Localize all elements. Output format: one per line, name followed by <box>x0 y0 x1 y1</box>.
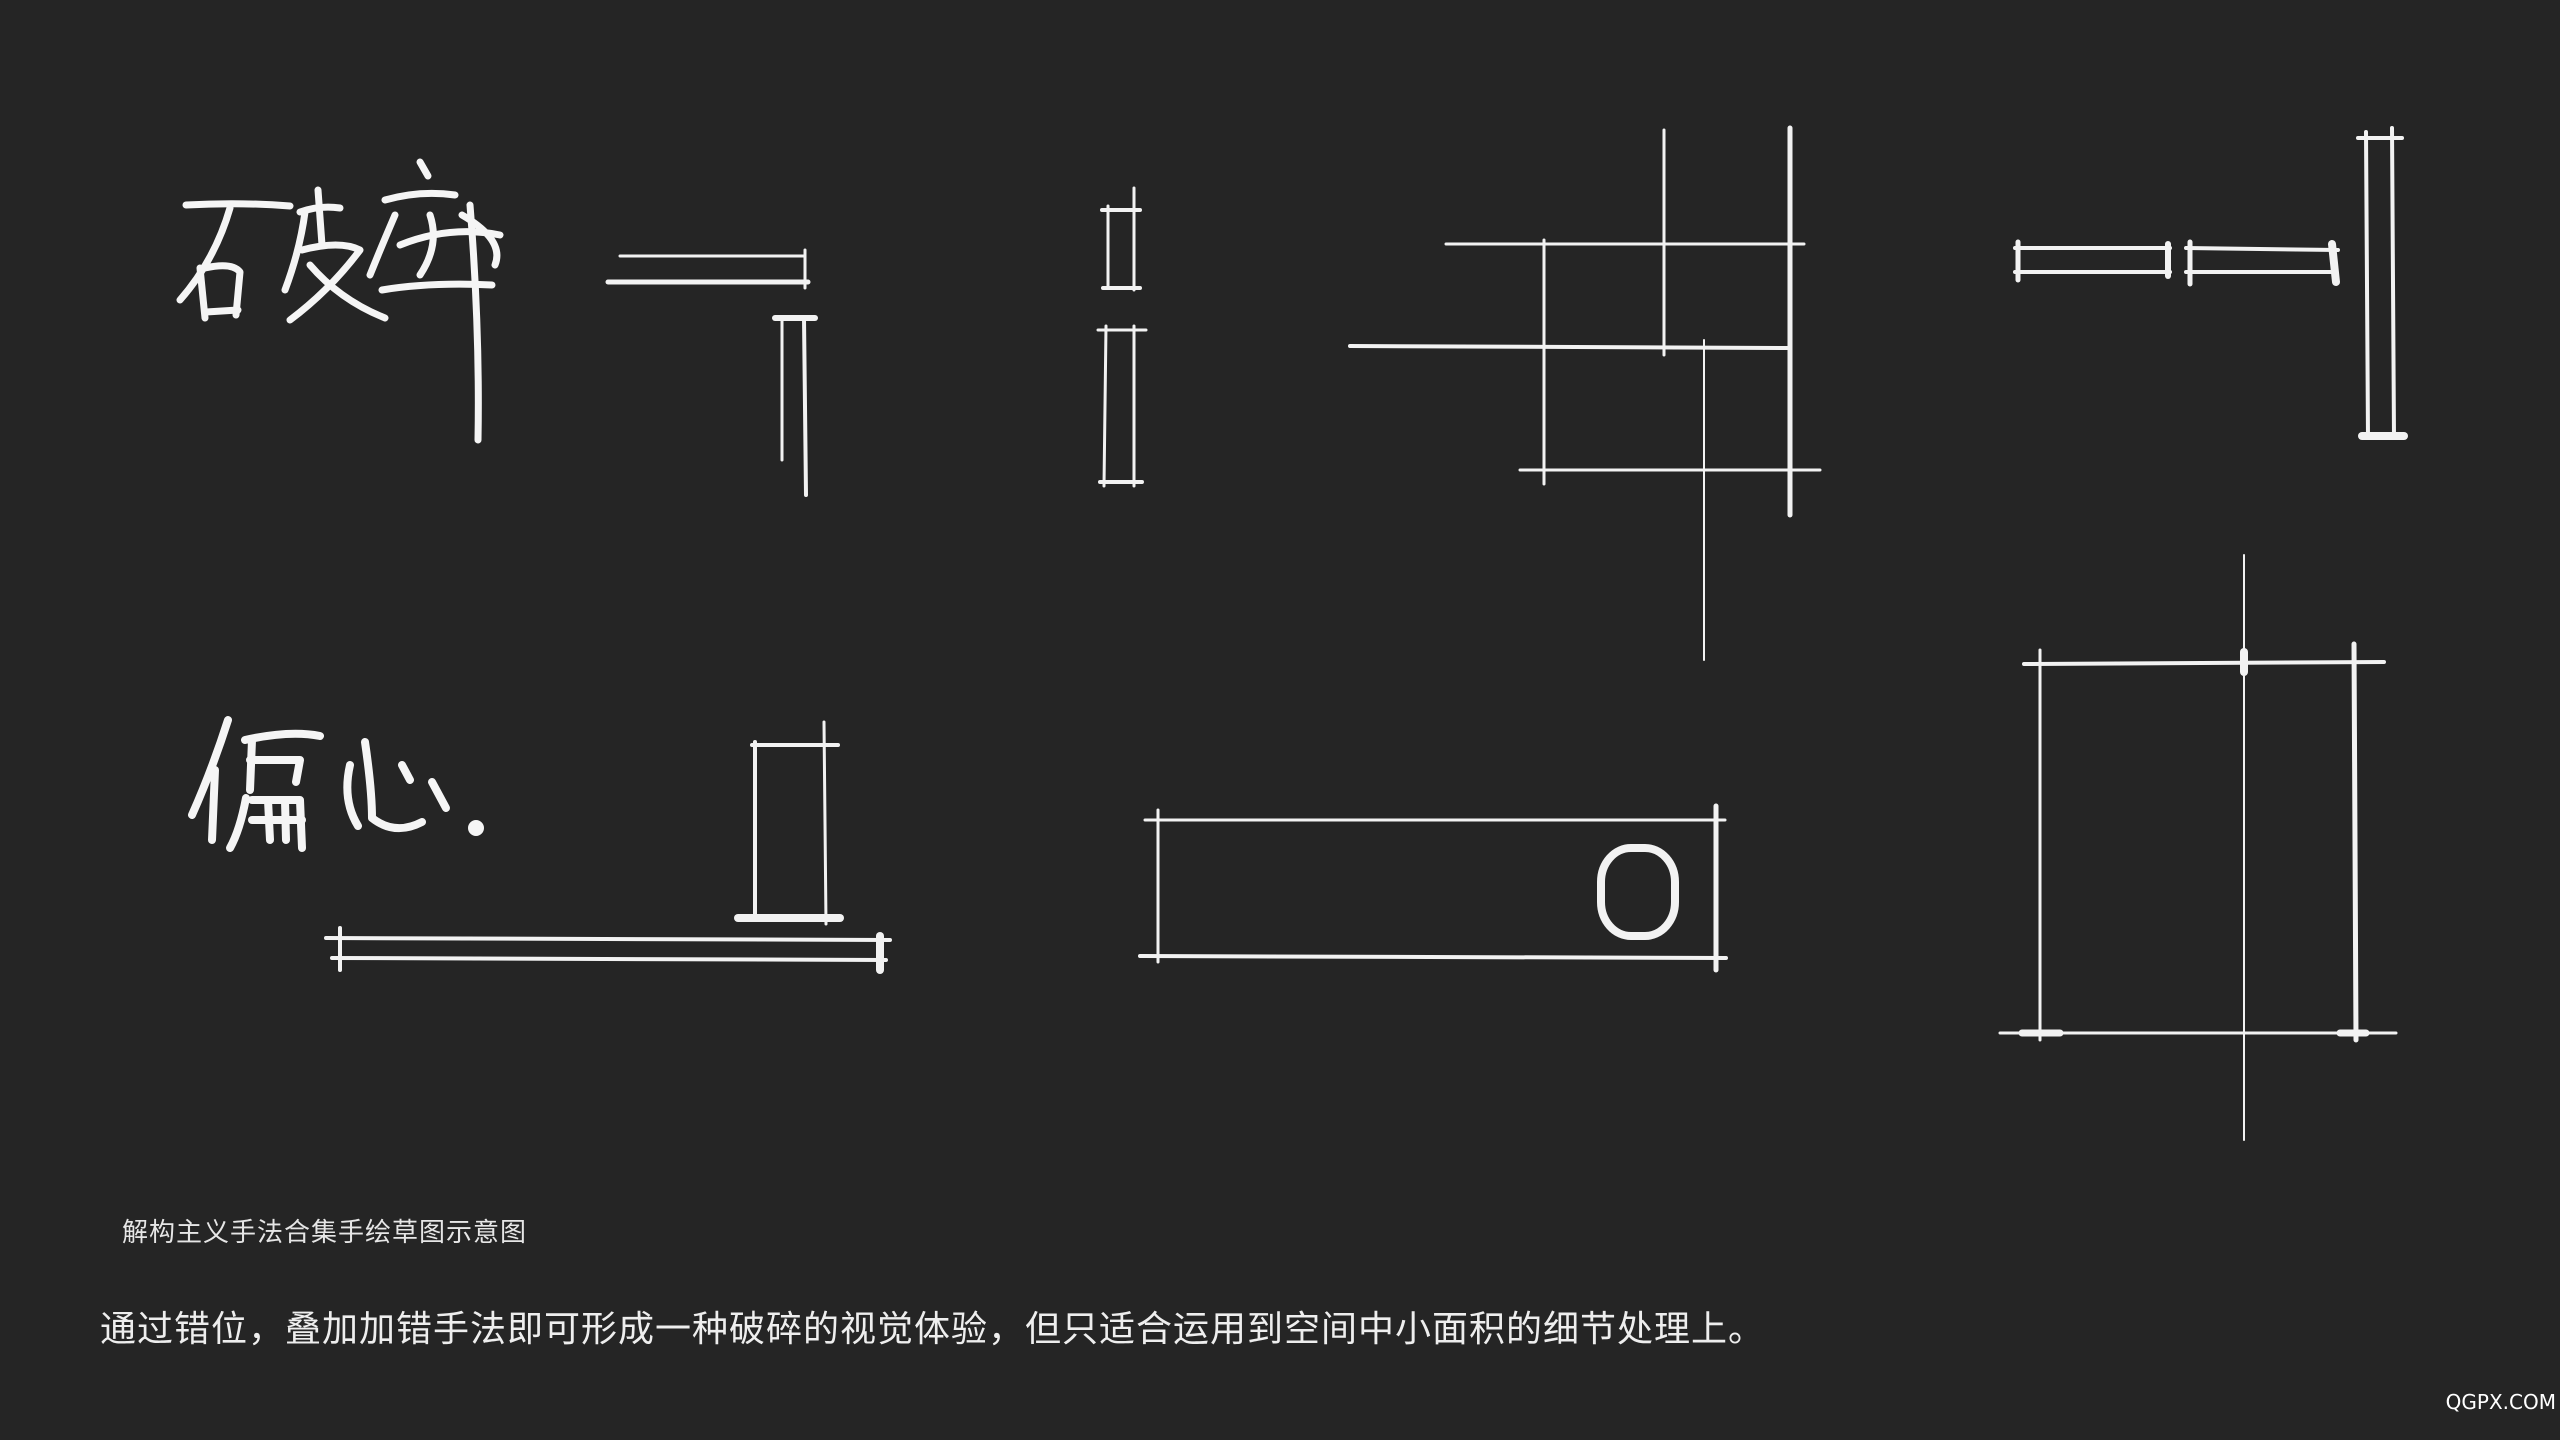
sketch-panel-with-circle <box>1138 803 1728 973</box>
sketch-tall-frame <box>1998 554 2398 1141</box>
sketch-eccentric-column <box>324 720 892 974</box>
description-text: 通过错位，叠加加错手法即可形成一种破碎的视觉体验，但只适合运用到空间中小面积的细… <box>100 1309 1766 1350</box>
figure-caption: 解构主义手法合集手绘草图示意图 <box>122 1218 528 1248</box>
watermark: QGPX.COM <box>2445 1390 2556 1414</box>
sketch-split-columns <box>1096 186 1148 488</box>
sketch-bars-and-post <box>2013 126 2408 440</box>
handwritten-label-eccentric <box>188 716 484 852</box>
sketch-offset-lines <box>605 248 818 497</box>
sketch-overlapping-grid <box>1348 125 1822 661</box>
handwritten-label-fragmentation <box>176 158 504 444</box>
